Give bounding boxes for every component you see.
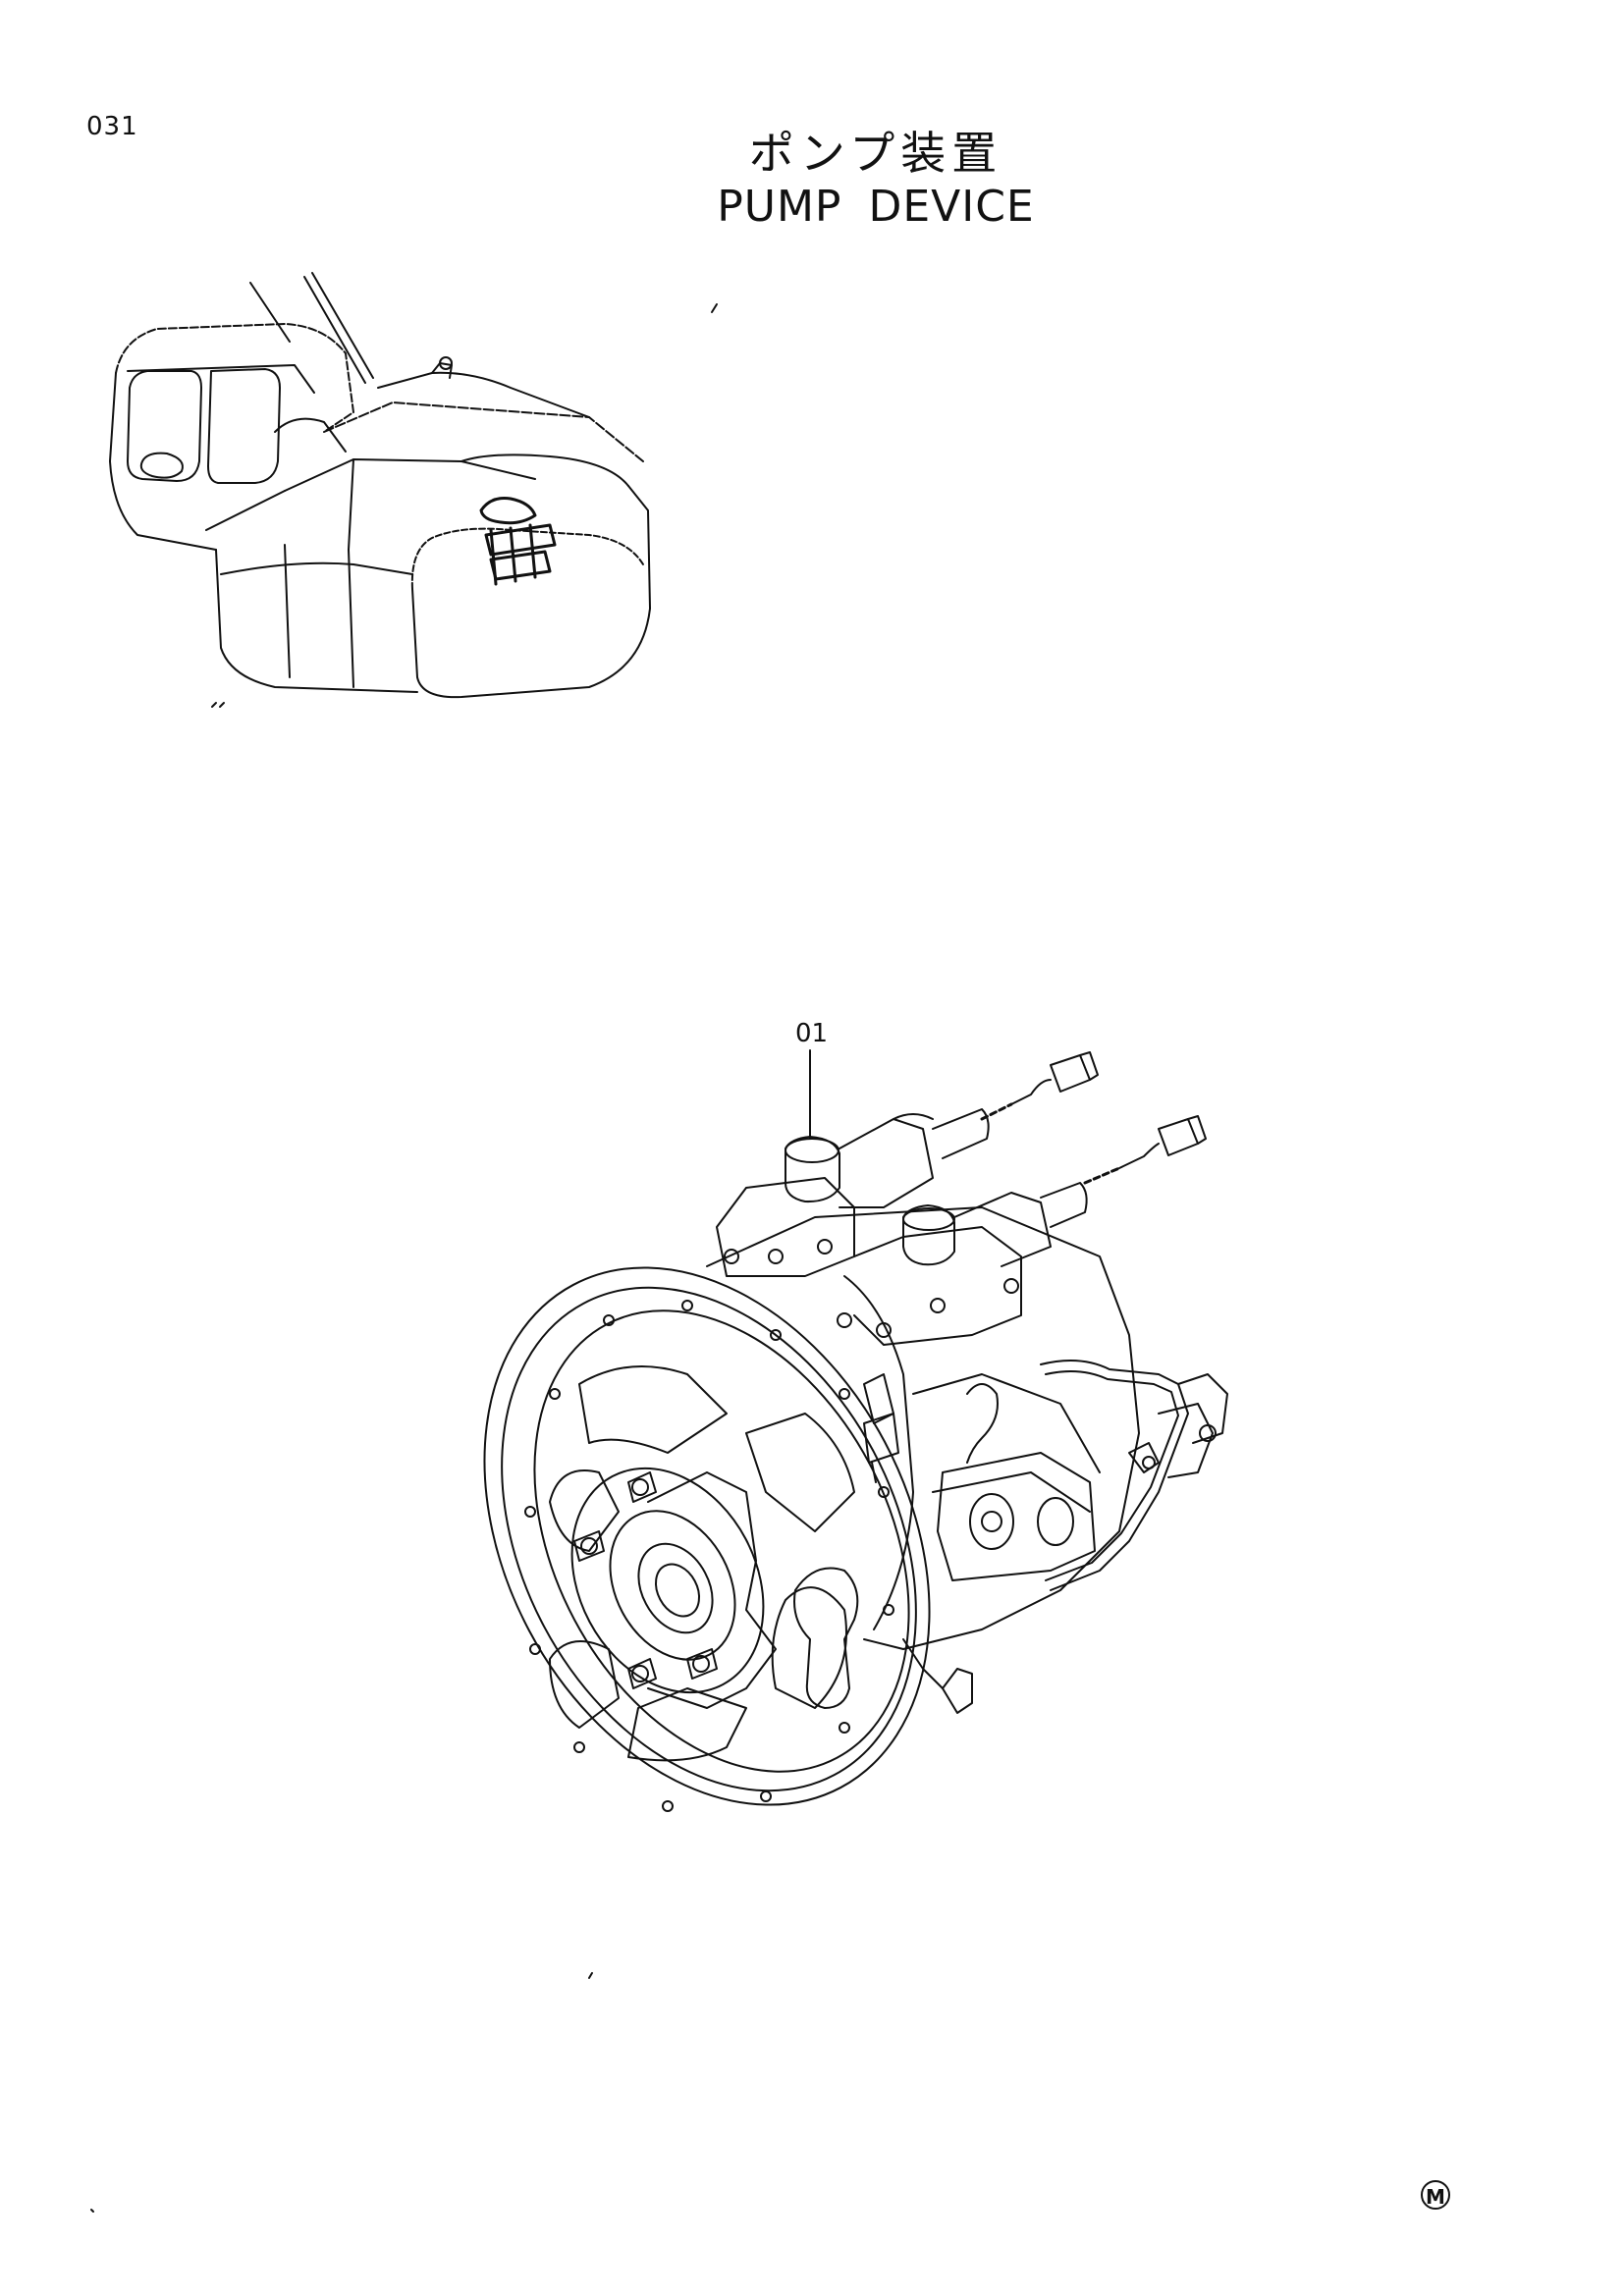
pump-assembly-illustration bbox=[90, 1049, 1228, 2213]
mark-symbol-icon: M bbox=[1421, 2180, 1450, 2210]
title-english: PUMP DEVICE bbox=[717, 182, 1035, 232]
part-callout-01: 01 bbox=[795, 1019, 829, 1048]
title-japanese: ポンプ装置 bbox=[748, 127, 1003, 180]
excavator-locator-illustration bbox=[109, 272, 718, 708]
title-block: ポンプ装置 PUMP DEVICE bbox=[0, 126, 1624, 234]
page-number: 031 bbox=[86, 112, 138, 141]
